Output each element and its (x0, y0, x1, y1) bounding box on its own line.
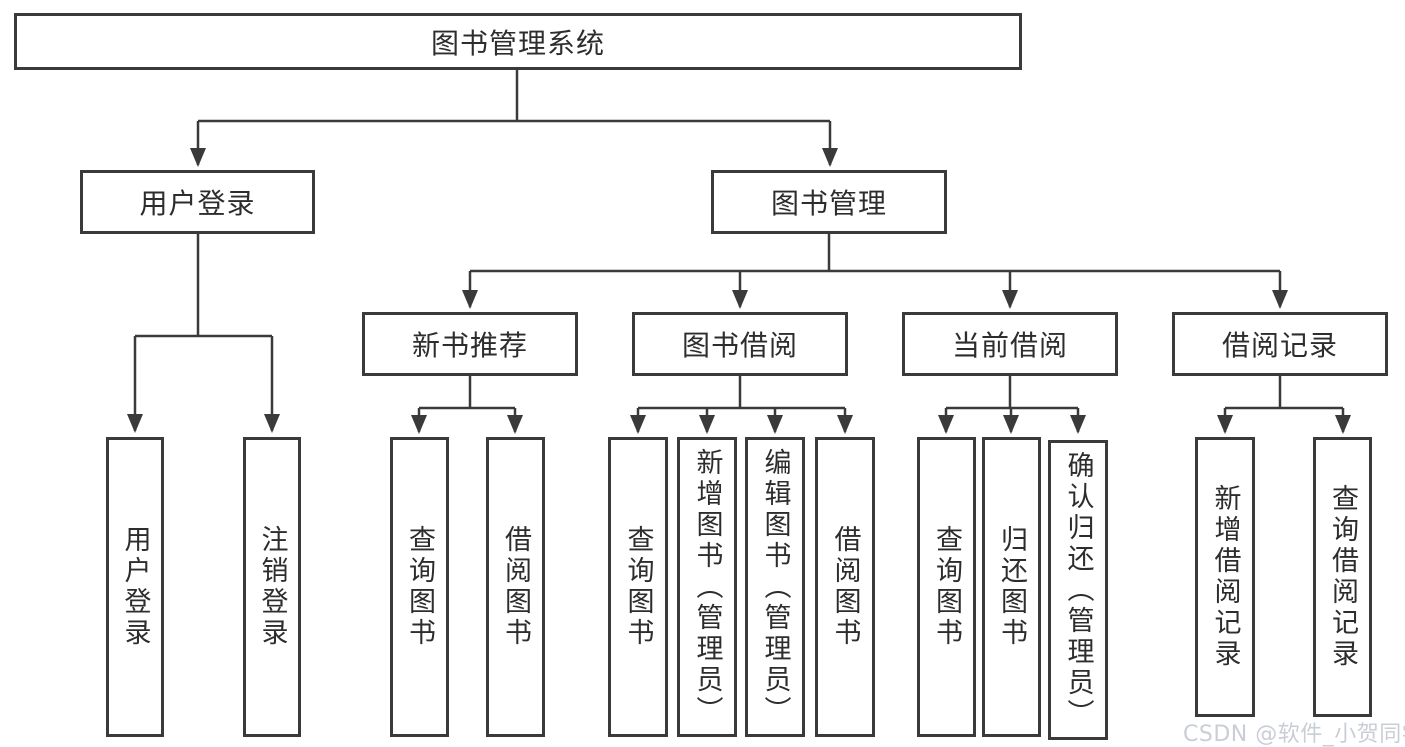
node-book-management: 图书管理 (711, 170, 947, 234)
leaf-query-books-borrowing: 查询图书 (608, 437, 668, 737)
leaf-return-book: 归还图书 (982, 437, 1041, 737)
leaf-edit-book-admin-label: 编辑图书（管理员） (759, 447, 791, 727)
leaf-user-login: 用户登录 (106, 437, 164, 737)
leaf-query-books-current-label: 查询图书 (931, 525, 962, 649)
leaf-edit-book-admin: 编辑图书（管理员） (745, 437, 805, 737)
node-current-borrowing: 当前借阅 (902, 312, 1118, 376)
leaf-user-login-label: 用户登录 (119, 525, 151, 649)
node-borrow-records: 借阅记录 (1172, 312, 1388, 376)
leaf-return-book-label: 归还图书 (996, 525, 1027, 649)
leaf-query-books-current: 查询图书 (917, 437, 976, 737)
leaf-query-books-borrowing-label: 查询图书 (622, 525, 654, 649)
leaf-borrow-books-borrowing-label: 借阅图书 (829, 525, 861, 649)
watermark: CSDN @软件_小贺同学 (1183, 722, 1405, 747)
leaf-confirm-return-admin: 确认归还（管理员） (1048, 440, 1108, 740)
connector-user-login-trunk (135, 234, 272, 338)
leaf-query-books-recommend: 查询图书 (390, 437, 449, 737)
leaf-borrow-books-recommend: 借阅图书 (486, 437, 545, 737)
node-borrow-records-label: 借阅记录 (1221, 329, 1338, 362)
connector-book-management-trunk (470, 234, 1280, 273)
connector-new-book-recommend-trunk (419, 376, 515, 410)
node-new-book-recommend-label: 新书推荐 (411, 329, 528, 362)
node-book-management-label: 图书管理 (770, 187, 887, 220)
leaf-add-book-admin-label: 新增图书（管理员） (691, 447, 723, 727)
connector-current-borrowing-trunk (946, 376, 1078, 410)
node-book-borrowing: 图书借阅 (632, 312, 848, 376)
leaf-confirm-return-admin-label: 确认归还（管理员） (1062, 450, 1094, 730)
leaf-query-borrow-record-label: 查询借阅记录 (1327, 484, 1358, 670)
connector-book-borrowing-trunk (638, 376, 845, 410)
leaf-add-borrow-record-label: 新增借阅记录 (1209, 484, 1241, 670)
connector-root-trunk (198, 69, 830, 123)
leaf-borrow-books-borrowing: 借阅图书 (815, 437, 875, 737)
leaf-query-borrow-record: 查询借阅记录 (1313, 437, 1372, 717)
leaf-logout-label: 注销登录 (256, 525, 288, 649)
node-book-borrowing-label: 图书借阅 (681, 329, 798, 362)
leaf-borrow-books-recommend-label: 借阅图书 (500, 525, 531, 649)
leaf-add-book-admin: 新增图书（管理员） (677, 437, 737, 737)
leaf-query-books-recommend-label: 查询图书 (404, 525, 435, 649)
node-current-borrowing-label: 当前借阅 (951, 329, 1068, 362)
node-root-system: 图书管理系统 (14, 13, 1022, 70)
leaf-logout: 注销登录 (243, 437, 301, 737)
node-user-login: 用户登录 (80, 170, 315, 234)
node-new-book-recommend: 新书推荐 (362, 312, 578, 376)
node-user-login-label: 用户登录 (139, 187, 256, 220)
node-root-label: 图书管理系统 (430, 26, 605, 60)
leaf-add-borrow-record: 新增借阅记录 (1195, 437, 1255, 717)
connector-borrow-records-trunk (1225, 376, 1343, 410)
